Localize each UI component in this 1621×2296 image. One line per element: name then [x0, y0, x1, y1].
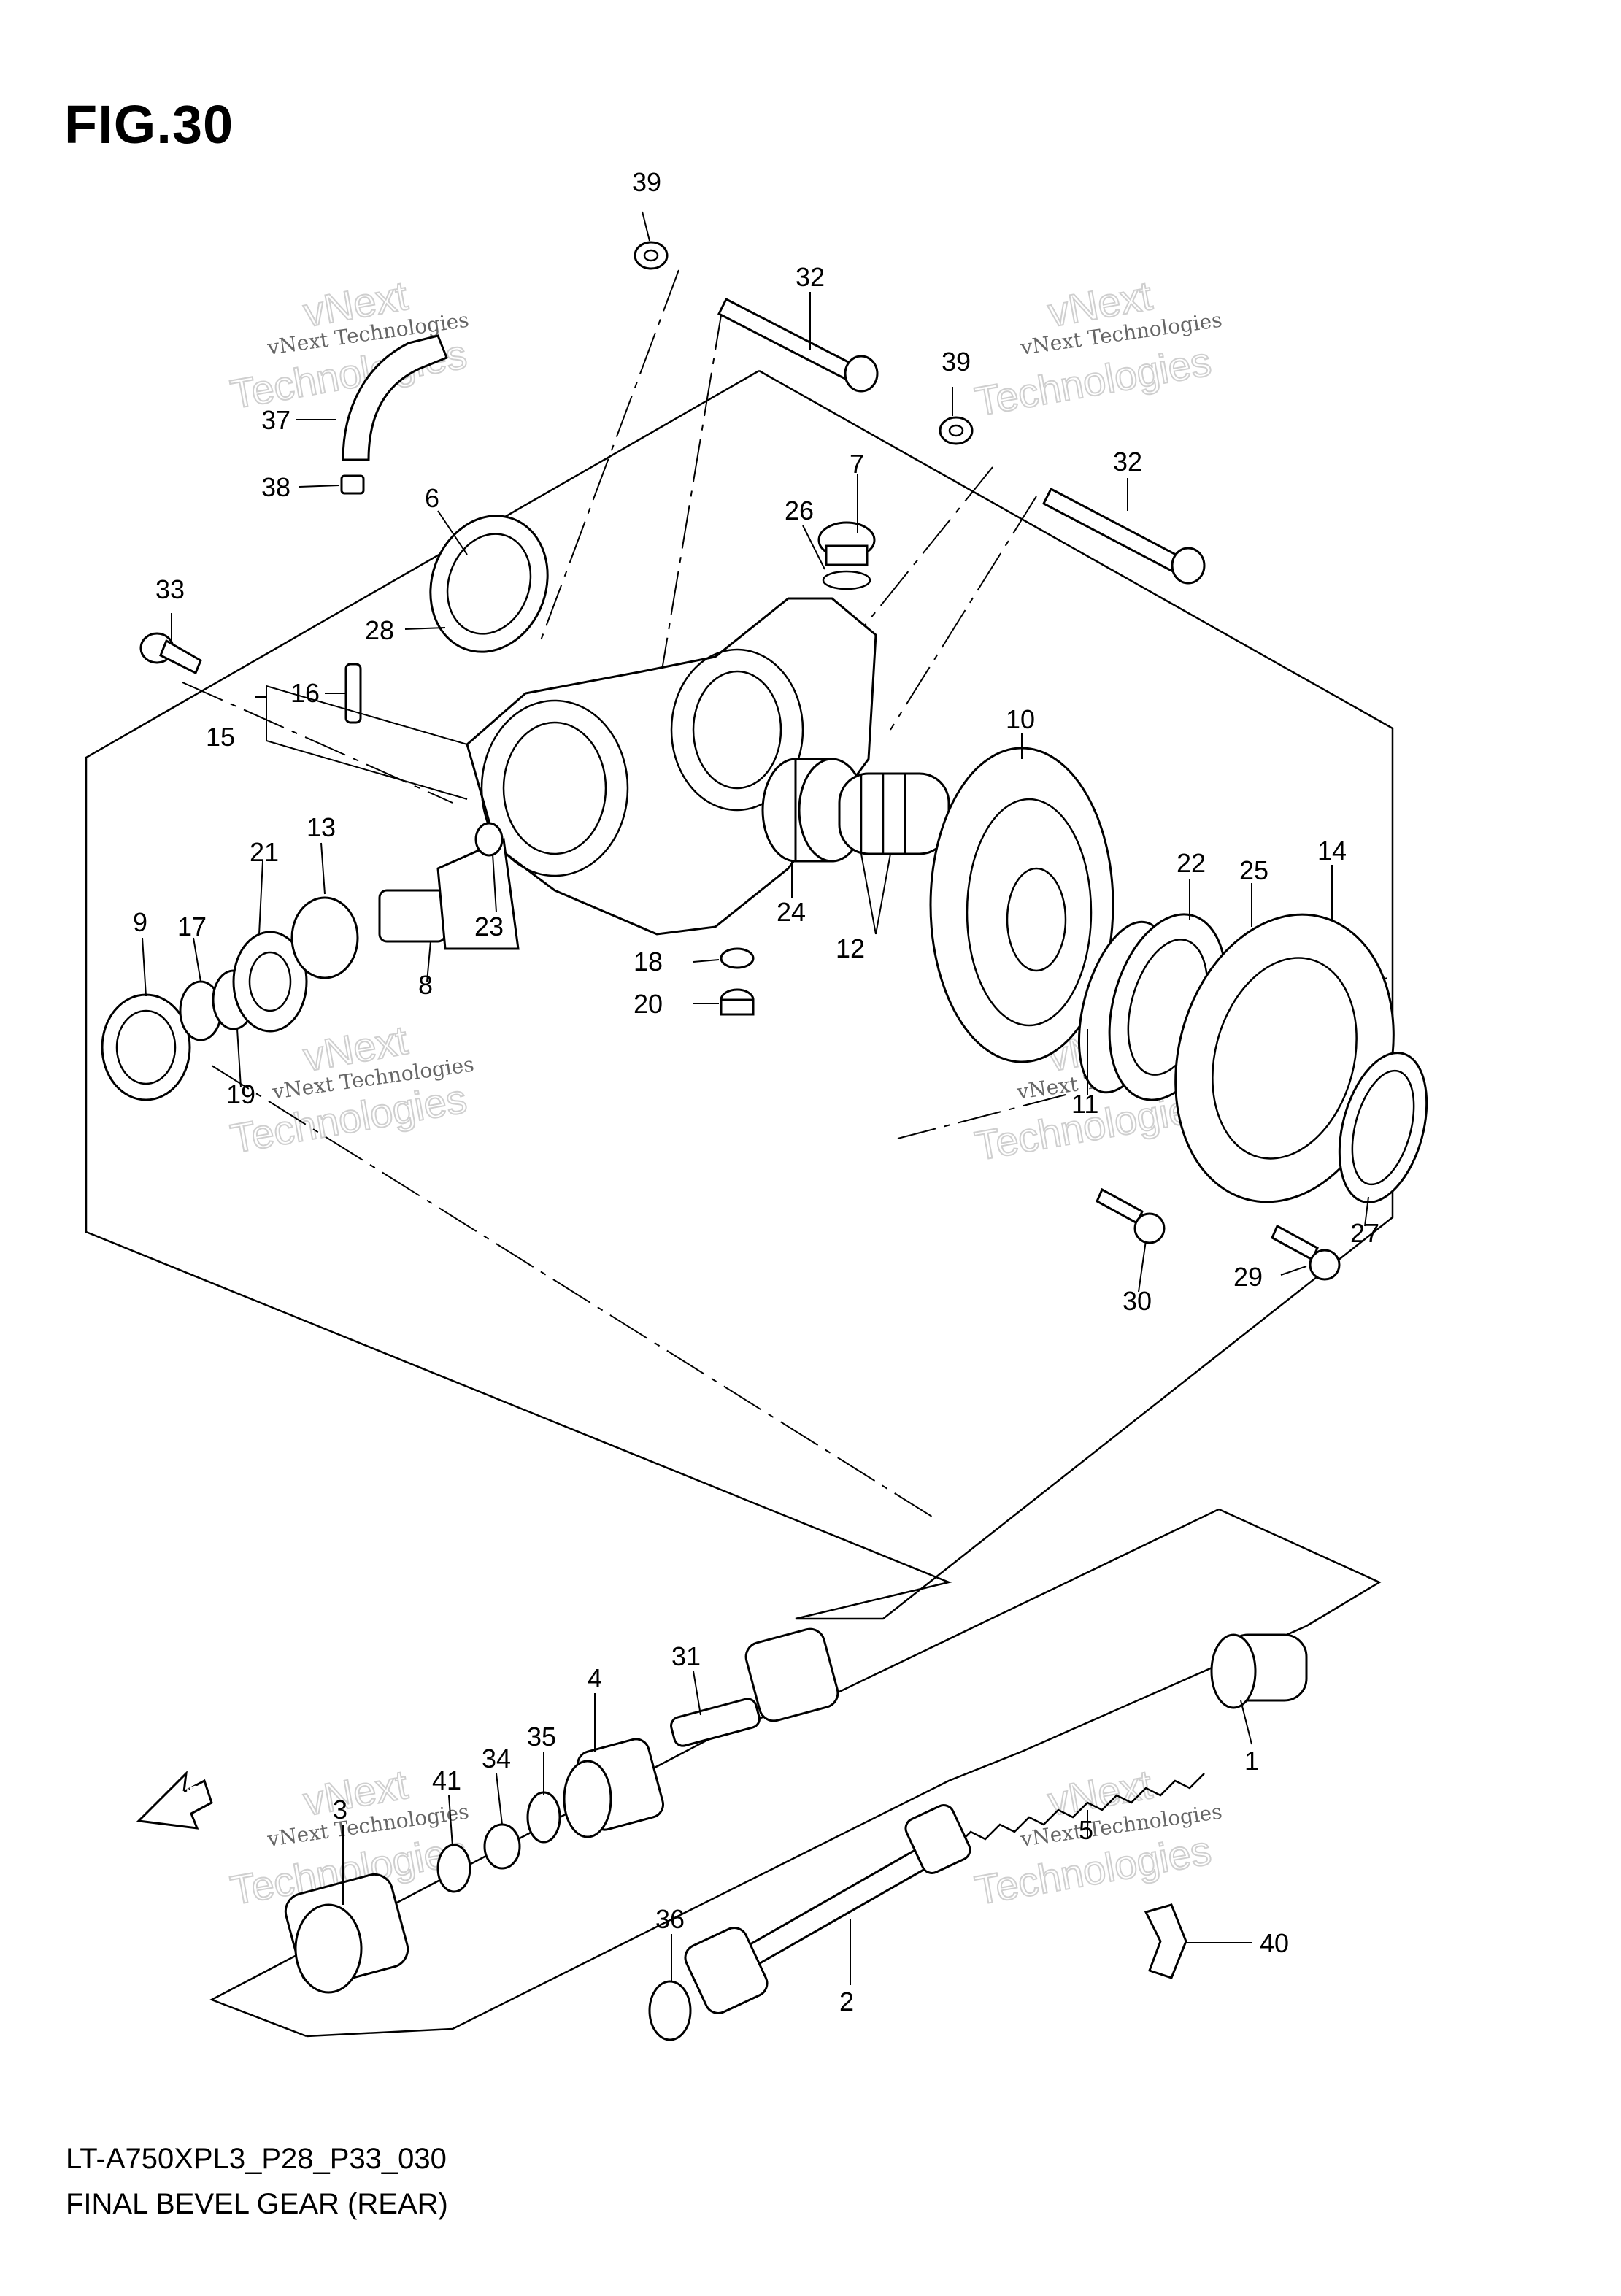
filler-plug-7 [817, 521, 876, 590]
bearing-21 [232, 931, 308, 1033]
callout-8: 8 [418, 970, 433, 1000]
shim-13 [290, 896, 359, 979]
callout-9: 9 [133, 907, 147, 937]
assembly-frames [85, 369, 1394, 2038]
cover-25 [1174, 913, 1395, 1203]
bolt-29 [1271, 1224, 1341, 1281]
callout-19: 19 [226, 1079, 255, 1109]
clamp-38 [340, 474, 365, 495]
callout-25: 25 [1239, 855, 1268, 885]
callout-6: 6 [425, 483, 439, 513]
callout-4: 4 [588, 1663, 602, 1693]
callout-30: 30 [1123, 1286, 1152, 1316]
callout-21: 21 [250, 837, 279, 867]
callout-39-top: 39 [632, 167, 661, 197]
watermark-mid-left: vNext Technologies vNext Technologies [226, 1016, 475, 1163]
bolt-32-top [717, 297, 879, 393]
callout-28: 28 [365, 615, 394, 645]
callout-26: 26 [785, 496, 814, 525]
lower-frame-bottom [306, 1625, 1307, 2038]
bolt-32-right [1042, 487, 1206, 585]
watermark-bottom-right: vNext Technologies vNext Technologies [971, 1760, 1223, 1914]
callout-31: 31 [671, 1641, 701, 1671]
bearing-23 [474, 822, 504, 857]
callout-20: 20 [634, 989, 663, 1019]
callout-22: 22 [1177, 848, 1206, 878]
callout-37: 37 [261, 405, 290, 435]
o-ring-36 [648, 1980, 692, 2041]
callout-labels: 39 32 39 32 37 38 7 26 6 33 28 16 15 10 … [133, 167, 1379, 2016]
callout-32-right: 32 [1113, 447, 1142, 477]
callout-16: 16 [290, 678, 320, 708]
svg-text:Technologies: Technologies [971, 338, 1214, 425]
coupling-3 [284, 1873, 409, 1994]
callout-40: 40 [1260, 1928, 1289, 1958]
leader-lines [142, 211, 1369, 1985]
oil-seal-6-28 [429, 515, 549, 653]
model-code: LT-A750XPL3_P28_P33_030 [66, 2143, 447, 2175]
callout-12: 12 [836, 933, 865, 963]
parts [101, 241, 1428, 2041]
shaft-31 [670, 1627, 839, 1747]
upper-assembly-frame [85, 369, 1394, 1620]
nut-39-top [634, 241, 669, 270]
diagram-name: FINAL BEVEL GEAR (REAR) [66, 2188, 448, 2220]
ring-gear-10 [929, 747, 1114, 1063]
watermark-top-right: vNext Technologies vNext Technologies [971, 271, 1223, 425]
propeller-shaft-2 [684, 1804, 971, 2014]
nut-9 [101, 993, 191, 1101]
callout-27: 27 [1350, 1218, 1379, 1248]
callout-11: 11 [1071, 1089, 1098, 1119]
callout-7: 7 [850, 449, 864, 479]
gear-case-15 [466, 597, 877, 936]
lower-assembly-frame [1218, 1508, 1382, 1627]
callout-41: 41 [432, 1765, 461, 1795]
callout-38: 38 [261, 472, 290, 502]
callout-39-right: 39 [942, 347, 971, 377]
washer-35 [526, 1791, 561, 1844]
breather-hose-37 [342, 334, 448, 461]
callout-1: 1 [1244, 1746, 1259, 1776]
spring-5 [955, 1773, 1205, 1847]
circlip-41 [436, 1844, 471, 1893]
callout-32-top: 32 [796, 262, 825, 292]
forward-arrow: FWD [136, 1770, 213, 1830]
callout-13: 13 [307, 812, 336, 842]
callout-23: 23 [474, 912, 504, 941]
bolt-30 [1096, 1187, 1166, 1244]
callout-34: 34 [482, 1744, 511, 1773]
callout-24: 24 [777, 897, 806, 927]
callout-5: 5 [1079, 1815, 1093, 1845]
callout-29: 29 [1233, 1262, 1263, 1292]
pipe-16 [344, 663, 362, 724]
bearing-4 [563, 1738, 664, 1838]
nut-34 [483, 1823, 521, 1870]
callout-18: 18 [634, 947, 663, 976]
figure-title: FIG.30 [64, 94, 234, 155]
callout-3: 3 [333, 1795, 347, 1825]
callout-33: 33 [155, 574, 185, 604]
shims-12 [838, 772, 950, 855]
boot-1 [1210, 1633, 1308, 1709]
callout-36: 36 [655, 1904, 685, 1934]
drain-bolt-20 [720, 988, 755, 1016]
callout-17: 17 [177, 912, 207, 941]
bolt-33 [139, 632, 202, 675]
callout-35: 35 [527, 1722, 556, 1752]
callout-2: 2 [839, 1987, 854, 2016]
nut-39-right [939, 416, 974, 445]
oil-seal-27 [1338, 1052, 1428, 1203]
callout-10: 10 [1006, 704, 1035, 734]
washer-18 [720, 947, 755, 969]
clip-40 [1144, 1903, 1187, 1979]
callout-15: 15 [206, 722, 235, 752]
callout-14: 14 [1317, 836, 1347, 866]
